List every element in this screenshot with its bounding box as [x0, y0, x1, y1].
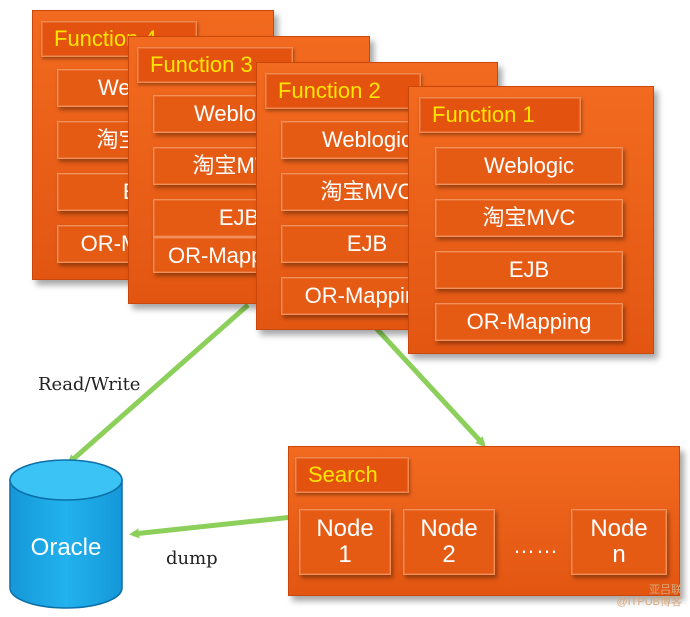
- search-node-1: Node 1: [299, 509, 391, 575]
- node-index: 1: [338, 541, 352, 568]
- watermark: 亚吕联 @ITPUB博客: [616, 584, 682, 608]
- dump-label: dump: [166, 548, 218, 569]
- component-weblogic: Weblogic: [435, 147, 623, 185]
- component-taobao-mvc: 淘宝MVC: [435, 199, 623, 237]
- read-write-label: Read/Write: [38, 374, 141, 395]
- arrow-function2-to-oracle: [67, 303, 250, 465]
- arrow-function2-to-search: [374, 326, 486, 447]
- search-panel: Search Node 1 Node 2 …… Node n: [288, 446, 680, 596]
- function-panel-title: Function 2: [265, 73, 421, 109]
- node-label: Node: [316, 515, 374, 542]
- node-label: Node: [590, 515, 648, 542]
- node-index: n: [612, 541, 626, 568]
- watermark-line2: @ITPUB博客: [616, 596, 682, 608]
- oracle-database-icon: [9, 459, 123, 609]
- search-node-ellipsis: ……: [513, 533, 559, 558]
- function-panel-1: Function 1 Weblogic 淘宝MVC EJB OR-Mapping: [408, 86, 654, 354]
- search-node-2: Node 2: [403, 509, 495, 575]
- component-ejb: EJB: [435, 251, 623, 289]
- node-index: 2: [442, 541, 456, 568]
- search-title: Search: [295, 457, 409, 493]
- component-or-mapping: OR-Mapping: [435, 303, 623, 341]
- arrow-search-to-oracle: [129, 514, 294, 539]
- watermark-line1: 亚吕联: [649, 584, 682, 596]
- oracle-label: Oracle: [30, 534, 102, 561]
- search-node-n: Node n: [571, 509, 667, 575]
- node-label: Node: [420, 515, 478, 542]
- function-panel-title: Function 1: [419, 97, 581, 133]
